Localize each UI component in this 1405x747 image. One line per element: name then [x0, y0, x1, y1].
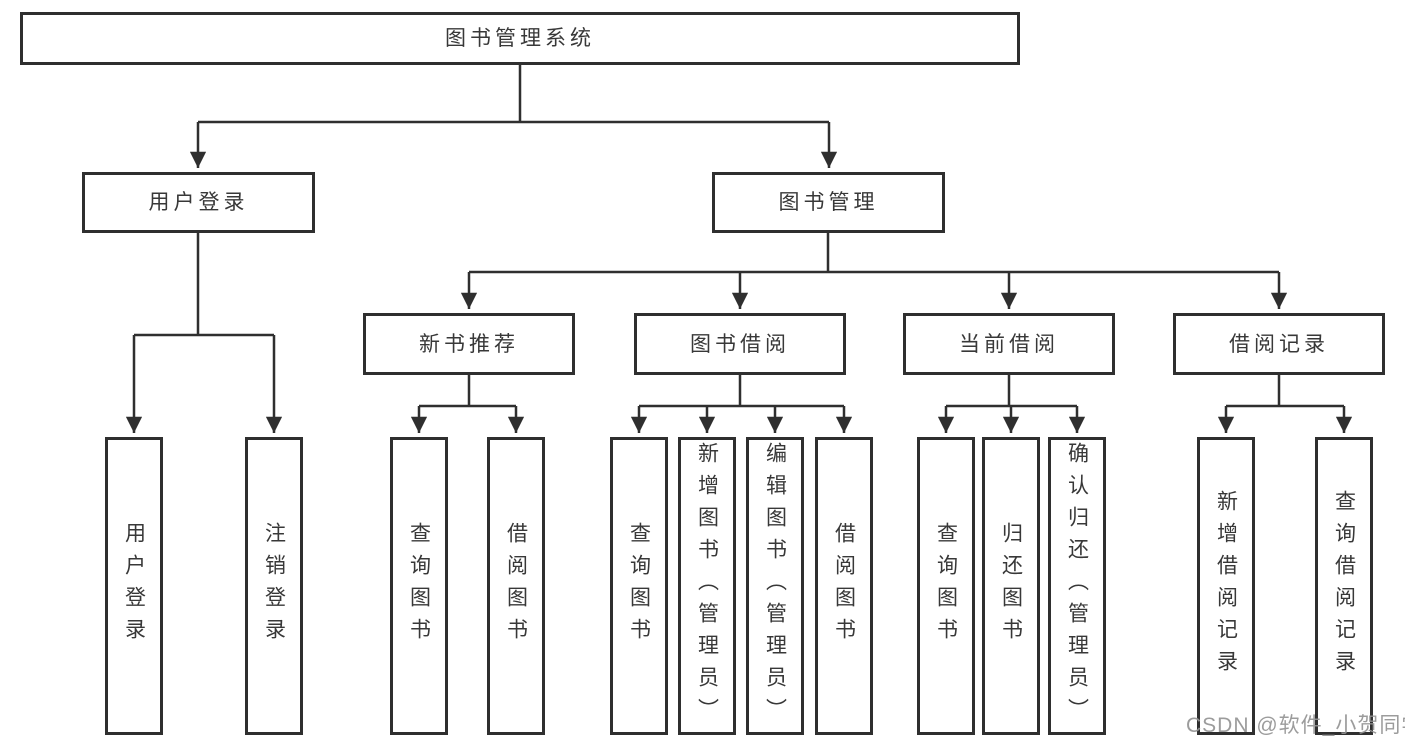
node-return-book: 归还图书	[982, 437, 1040, 735]
node-query-books-recommend: 查询图书	[390, 437, 448, 735]
watermark: CSDN @软件_小贺同学	[1186, 714, 1405, 737]
node-borrow-books-leaf: 借阅图书	[815, 437, 873, 735]
node-query-borrow-record: 查询借阅记录	[1315, 437, 1373, 735]
node-book-borrow: 图书借阅	[634, 313, 846, 375]
node-query-books-current: 查询图书	[917, 437, 975, 735]
node-borrow-books-recommend: 借阅图书	[487, 437, 545, 735]
node-book-management: 图书管理	[712, 172, 945, 233]
node-borrow-records: 借阅记录	[1173, 313, 1385, 375]
node-edit-book-admin: 编辑图书（管理员）	[746, 437, 804, 735]
node-user-login-leaf: 用户登录	[105, 437, 163, 735]
node-user-login: 用户登录	[82, 172, 315, 233]
node-add-book-admin: 新增图书（管理员）	[678, 437, 736, 735]
node-add-borrow-record: 新增借阅记录	[1197, 437, 1255, 735]
node-library-system-root: 图书管理系统	[20, 12, 1020, 65]
node-confirm-return-admin: 确认归还（管理员）	[1048, 437, 1106, 735]
node-current-borrow: 当前借阅	[903, 313, 1115, 375]
node-logout-leaf: 注销登录	[245, 437, 303, 735]
node-new-book-recommend: 新书推荐	[363, 313, 575, 375]
node-query-books-borrow: 查询图书	[610, 437, 668, 735]
